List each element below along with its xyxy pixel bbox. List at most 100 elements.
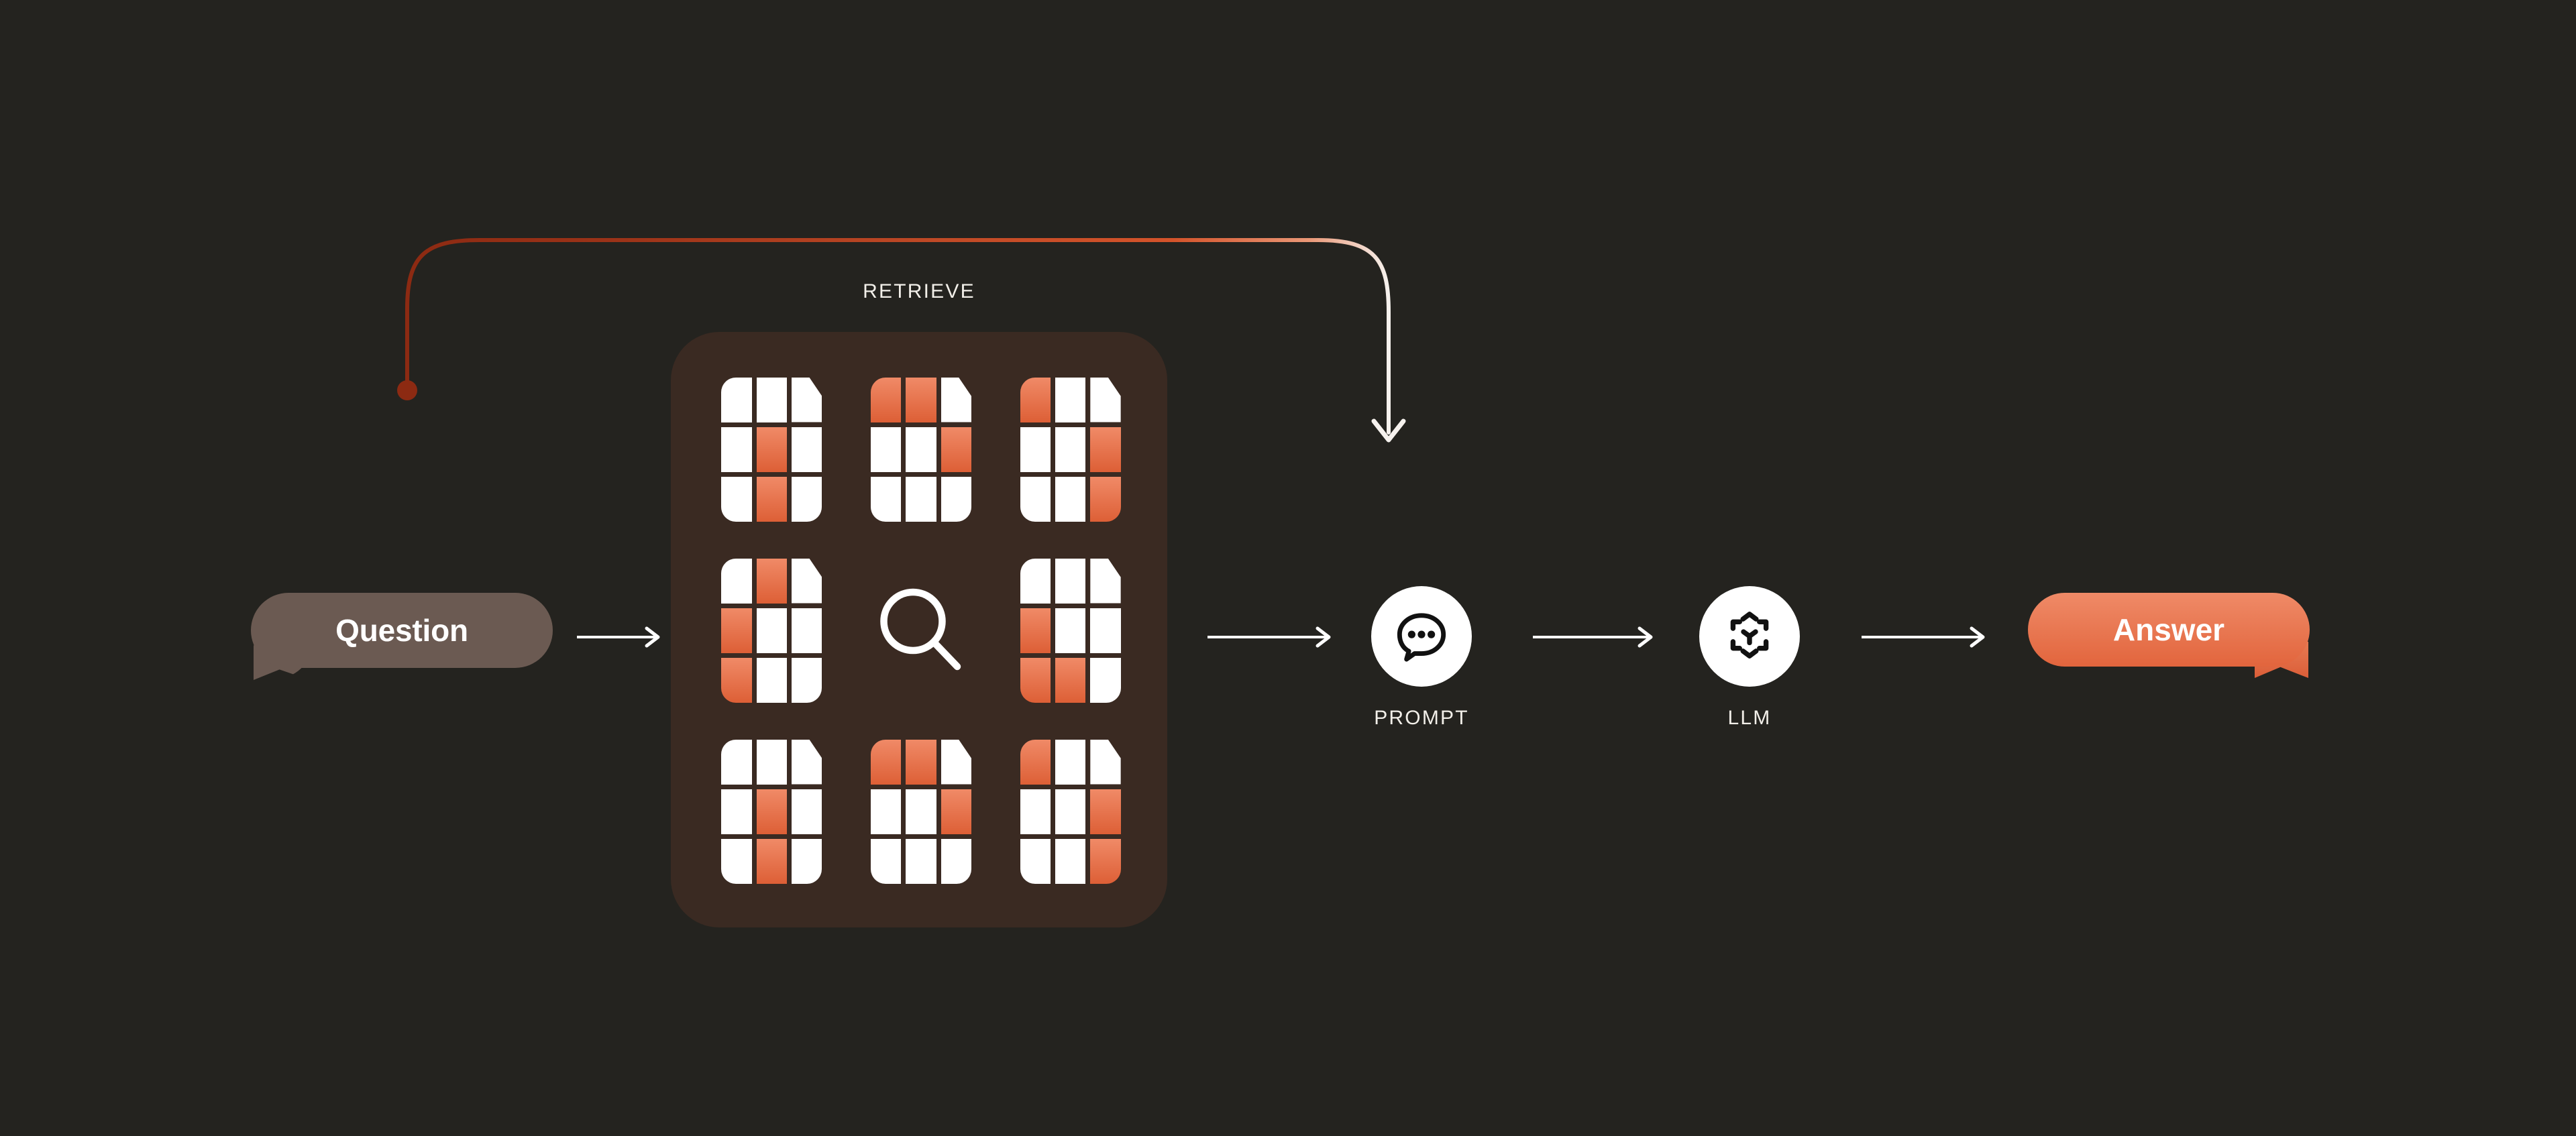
arrow-question-to-retrieve (577, 624, 664, 650)
doc-tile-accent (1055, 657, 1086, 703)
llm-circle (1699, 586, 1800, 687)
document-cell[interactable] (1008, 557, 1132, 704)
doc-tile (1055, 789, 1086, 834)
document-icon-2 (870, 377, 971, 522)
doc-tile-accent (870, 377, 902, 422)
doc-tile (941, 838, 971, 884)
doc-tile-accent (870, 739, 902, 785)
doc-tile-accent (1020, 739, 1051, 785)
doc-tile-folded-corner (1090, 739, 1121, 785)
doc-tile-accent (756, 558, 787, 604)
doc-tile-folded-corner (941, 739, 971, 785)
doc-tile (870, 789, 902, 834)
doc-tile (721, 739, 752, 785)
prompt-circle (1371, 586, 1472, 687)
question-bubble[interactable]: Question (251, 593, 553, 680)
document-cell[interactable] (710, 557, 834, 704)
document-cell[interactable] (1008, 376, 1132, 523)
doc-tile (1020, 476, 1051, 522)
document-icon-6 (721, 739, 822, 884)
doc-tile (1090, 608, 1121, 653)
doc-tile (756, 657, 787, 703)
doc-tile (1055, 427, 1086, 472)
doc-tile-accent (1020, 608, 1051, 653)
document-icon-8 (1020, 739, 1121, 884)
doc-tile-accent (1020, 377, 1051, 422)
answer-label: Answer (2112, 612, 2225, 647)
doc-tile (756, 377, 787, 422)
arrow-prompt-to-llm (1533, 624, 1657, 650)
doc-tile (721, 838, 752, 884)
retrieve-title: RETRIEVE (863, 280, 975, 302)
document-icon-4 (721, 558, 822, 703)
doc-tile-accent (721, 608, 752, 653)
cube-nodes-icon (1722, 608, 1777, 666)
doc-tile (1055, 608, 1086, 653)
llm-node[interactable]: LLM (1699, 586, 1800, 729)
doc-tile-accent (1090, 427, 1121, 472)
doc-tile-accent (756, 476, 787, 522)
doc-tile (756, 608, 787, 653)
answer-bubble-body (2028, 593, 2310, 667)
doc-tile (1055, 476, 1086, 522)
doc-tile (1055, 377, 1086, 422)
doc-tile (791, 476, 822, 522)
doc-tile (870, 476, 902, 522)
doc-tile (721, 377, 752, 422)
answer-bubble[interactable]: Answer (2028, 593, 2310, 667)
doc-tile (1055, 838, 1086, 884)
doc-tile-accent (941, 789, 971, 834)
doc-tile-accent (756, 427, 787, 472)
doc-tile-accent (1090, 789, 1121, 834)
magnifier-icon (871, 580, 971, 681)
doc-tile-folded-corner (791, 739, 822, 785)
doc-tile (1020, 427, 1051, 472)
retrieved-documents-grid (710, 376, 1132, 885)
arrow-retrieve-to-prompt (1208, 624, 1335, 650)
doc-tile (721, 789, 752, 834)
document-icon-3 (1020, 377, 1121, 522)
doc-tile (906, 476, 936, 522)
curve-arrowhead (1371, 418, 1406, 443)
doc-tile (721, 476, 752, 522)
chat-dots-icon (1393, 606, 1450, 667)
prompt-label: PROMPT (1374, 707, 1469, 729)
doc-tile (721, 427, 752, 472)
doc-tile (1020, 838, 1051, 884)
doc-tile (791, 657, 822, 703)
document-cell[interactable] (710, 376, 834, 523)
doc-tile-accent (906, 377, 936, 422)
question-bubble-body (251, 593, 553, 668)
doc-tile-accent (1020, 657, 1051, 703)
arrow-llm-to-answer (1862, 624, 1989, 650)
doc-tile (870, 838, 902, 884)
document-icon-1 (721, 377, 822, 522)
doc-tile (1055, 739, 1086, 785)
document-cell[interactable] (1008, 738, 1132, 885)
doc-tile-accent (1090, 476, 1121, 522)
search-cell[interactable] (859, 557, 983, 704)
doc-tile-accent (941, 427, 971, 472)
document-cell[interactable] (710, 738, 834, 885)
doc-tile-accent (906, 739, 936, 785)
doc-tile (906, 838, 936, 884)
doc-tile (1020, 789, 1051, 834)
doc-tile (791, 789, 822, 834)
doc-tile-accent (721, 657, 752, 703)
doc-tile (791, 427, 822, 472)
doc-tile (906, 427, 936, 472)
doc-tile (906, 789, 936, 834)
doc-tile (721, 558, 752, 604)
llm-label: LLM (1727, 707, 1772, 729)
doc-tile (870, 427, 902, 472)
prompt-node[interactable]: PROMPT (1371, 586, 1472, 729)
doc-tile (1055, 558, 1086, 604)
document-cell[interactable] (859, 738, 983, 885)
doc-tile-accent (1090, 838, 1121, 884)
doc-tile (941, 476, 971, 522)
question-label: Question (335, 613, 468, 648)
document-icon-7 (870, 739, 971, 884)
document-cell[interactable] (859, 376, 983, 523)
doc-tile (791, 608, 822, 653)
doc-tile (756, 739, 787, 785)
